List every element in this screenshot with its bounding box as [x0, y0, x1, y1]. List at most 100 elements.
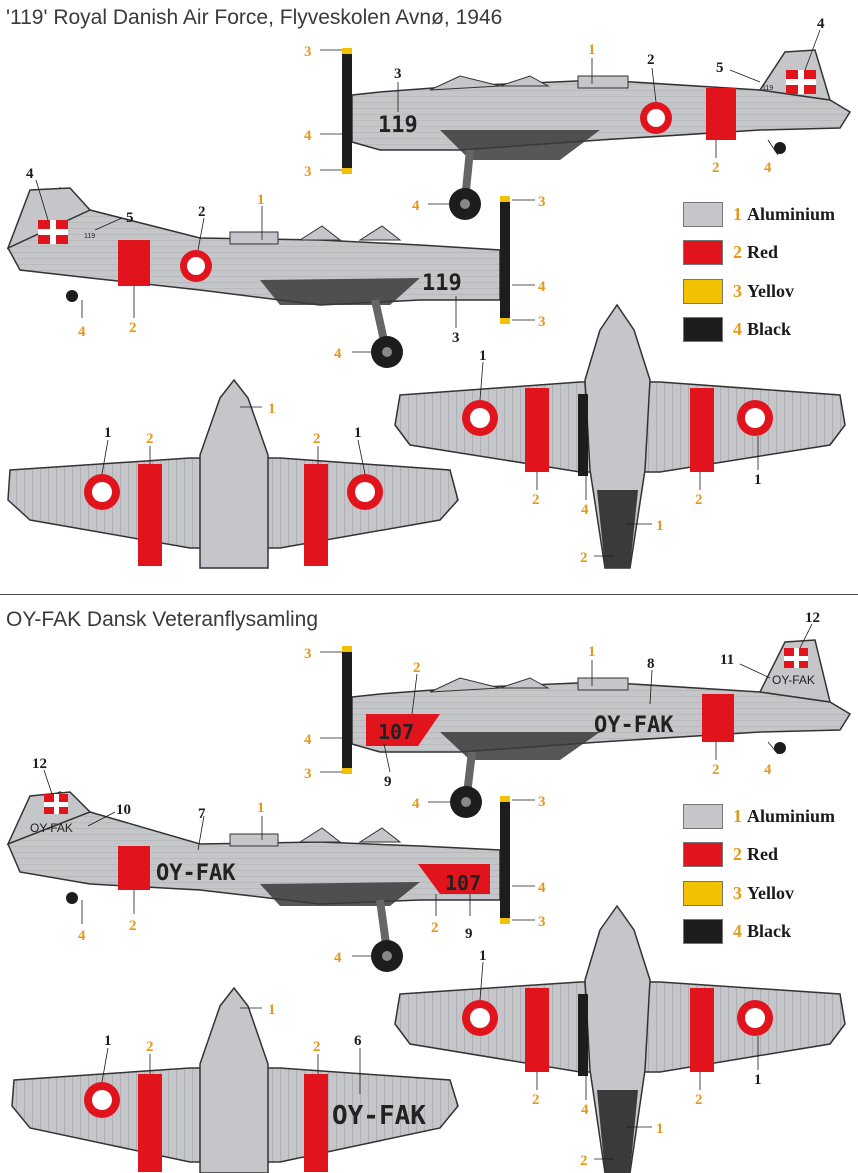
callout-tailcode: 5: [716, 60, 724, 76]
nose-code: 107: [445, 871, 481, 895]
legend-row-black: 4 Black: [683, 918, 791, 944]
callout-l-wheel: 4: [334, 950, 342, 966]
callout-bot-roundel-r: 1: [754, 472, 762, 488]
fuselage: [199, 986, 269, 1173]
callout-l-tailcode: 5: [126, 210, 134, 226]
callout-bot-band-r: 2: [695, 1092, 703, 1108]
callout-prop-top: 3: [304, 44, 312, 60]
fin: [758, 639, 831, 703]
callout-top-roundel-r: 1: [354, 425, 362, 441]
callout-tailwheel: 4: [764, 762, 772, 778]
wing-registration: OY-FAK: [332, 1101, 426, 1131]
callout-bot-tail-1: 1: [656, 1121, 664, 1137]
red-band-left: [138, 464, 162, 566]
red-band-right: [690, 388, 714, 472]
callout-l-prop-mid: 4: [538, 279, 546, 295]
callout-prop-top: 3: [304, 646, 312, 662]
callout-roundel: 2: [647, 52, 655, 68]
black-strip: [578, 994, 588, 1076]
cockpit-hump: [229, 231, 279, 245]
callout-prop-mid: 4: [304, 732, 312, 748]
fuselage: [199, 378, 269, 569]
roundel-right-inner: [745, 408, 765, 428]
callout-l-band: 2: [129, 320, 137, 336]
red-band-right: [304, 1074, 328, 1172]
propeller: [342, 48, 352, 174]
red-band-right: [690, 988, 714, 1072]
roundel-left-inner: [92, 1090, 112, 1110]
propeller: [342, 646, 352, 774]
callout-bot-roundel-l: 1: [479, 948, 487, 964]
red-band: [706, 88, 736, 140]
legend-row-aluminium: 1 Aluminium: [683, 803, 835, 829]
registration: OY-FAK: [156, 861, 236, 886]
canopy-2: [499, 75, 550, 87]
legend-row-red: 2 Red: [683, 239, 778, 265]
tail-code: OY-FAK: [772, 673, 815, 687]
callout-bot-tail-2: 2: [580, 550, 588, 566]
swatch-aluminium: [683, 803, 723, 829]
tail-wheel: [66, 290, 78, 302]
callout-l-tail: 4: [26, 166, 34, 182]
callout-l-prop-bot: 3: [538, 914, 546, 930]
callout-top-band-r: 2: [313, 1039, 321, 1055]
callout-tail: 4: [817, 16, 825, 32]
roundel-left-inner: [470, 408, 490, 428]
callout-l-nose-red: 2: [431, 920, 439, 936]
section-divider: [0, 594, 858, 595]
top-view: [7, 378, 459, 569]
legend-section-1: 1 Aluminium 2 Red 3 Yellov 4 Black: [683, 201, 853, 342]
callout-l-prop-bot: 3: [538, 314, 546, 330]
legend-label: Aluminium: [747, 203, 836, 224]
legend-label: Black: [747, 318, 792, 339]
callout-top-band-r: 2: [313, 431, 321, 447]
callout-prop-bot: 3: [304, 164, 312, 180]
legend-label: Red: [747, 843, 778, 864]
callout-l-wheel: 4: [334, 346, 342, 362]
cockpit-hump: [577, 75, 629, 89]
callout-bot-band-l: 2: [532, 492, 540, 508]
red-band: [702, 694, 734, 742]
callout-l-wingroot: 2: [198, 204, 206, 220]
callout-nose-red: 2: [413, 660, 421, 676]
tail-flag: [784, 648, 808, 668]
callout-l-tailwheel: 4: [78, 928, 86, 944]
wing-stub: [440, 130, 600, 160]
callout-l-tailwheel: 4: [78, 324, 86, 340]
callout-band-top: 1: [588, 42, 596, 58]
roundel-right-inner: [745, 1008, 765, 1028]
tail-code: OY-FAK: [30, 821, 73, 835]
black-strip: [578, 394, 588, 476]
callout-prop-bot: 3: [304, 766, 312, 782]
red-band: [118, 240, 150, 286]
propeller: [500, 196, 510, 324]
legend-num: 3: [733, 882, 742, 903]
callout-band-top: 1: [588, 644, 596, 660]
roundel-left-inner: [470, 1008, 490, 1028]
wing-stub: [260, 278, 420, 305]
legend-num: 1: [733, 805, 742, 826]
callout-l-band: 2: [129, 918, 137, 934]
red-band: [118, 846, 150, 890]
swatch-black: [683, 918, 723, 944]
top-view: OY-FAK: [11, 986, 459, 1173]
tail-dark: [597, 490, 638, 568]
legend-num: 4: [733, 318, 742, 339]
side-view-left-facing: OY-FAK OY-FAK 107: [6, 791, 510, 972]
callout-bot-black: 4: [581, 502, 589, 518]
callout-l-prop-top: 3: [538, 194, 546, 210]
callout-top-roundel-l: 1: [104, 425, 112, 441]
section-2-title: OY-FAK Dansk Veteranflysamling: [6, 608, 319, 631]
swatch-red: [683, 841, 723, 867]
callout-top-nose: 1: [268, 401, 276, 417]
callout-l-tail: 12: [32, 756, 47, 772]
legend-num: 1: [733, 203, 742, 224]
propeller: [500, 796, 510, 924]
side-code: 119: [378, 113, 418, 138]
legend-label: Aluminium: [747, 805, 836, 826]
legend-num: 4: [733, 920, 742, 941]
swatch-yellow: [683, 278, 723, 304]
callouts: 3 4 3 2 9 1 8 2 11 12 4 4 12 10 7 1 2 4 …: [32, 610, 820, 1169]
legend-num: 3: [733, 280, 742, 301]
roundel-inner: [647, 109, 665, 127]
